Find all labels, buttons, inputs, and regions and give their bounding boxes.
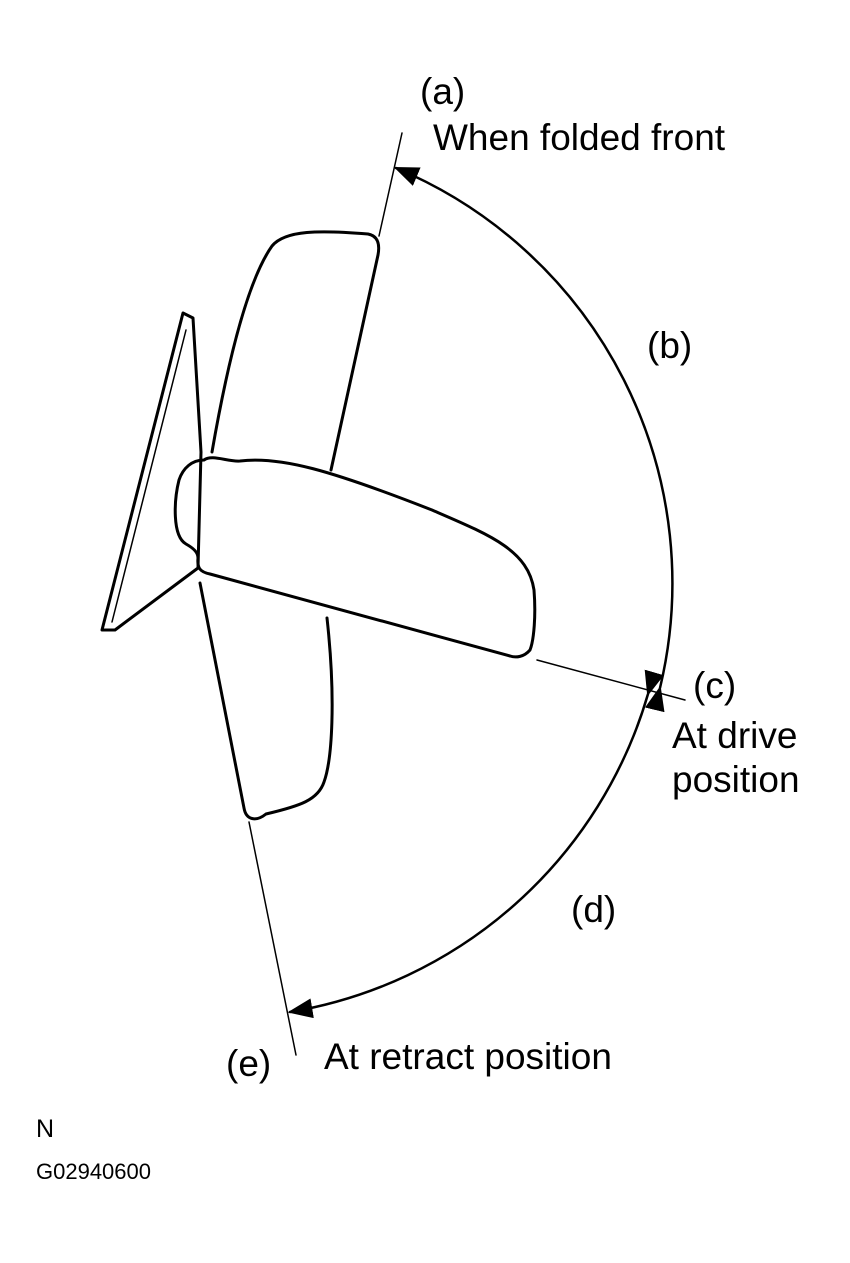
label-a-text: When folded front [433, 117, 726, 158]
door-mount-inner-edge [111, 329, 187, 623]
label-d-marker: (d) [571, 889, 617, 930]
arc-d-retract-direction [287, 669, 664, 1019]
label-e-text: At retract position [324, 1036, 612, 1077]
footer-n-mark: N [36, 1115, 55, 1143]
label-b-marker: (b) [647, 325, 693, 366]
label-a-marker: (a) [420, 71, 466, 112]
label-c-text-line2: position [672, 759, 800, 800]
label-e-marker: (e) [226, 1043, 272, 1084]
arc-b-fold-front-direction [393, 166, 674, 713]
folded-front-mirror-outline [210, 230, 381, 472]
figure-code: G02940600 [36, 1159, 151, 1184]
retract-reference-line [248, 821, 297, 1056]
drive-position-mirror-body [173, 456, 537, 659]
retract-mirror-outline [198, 581, 334, 821]
door-mount-base [100, 311, 203, 632]
folded-front-reference-line [378, 132, 403, 237]
label-c-text-line1: At drive [672, 715, 798, 756]
label-c-marker: (c) [693, 665, 737, 706]
